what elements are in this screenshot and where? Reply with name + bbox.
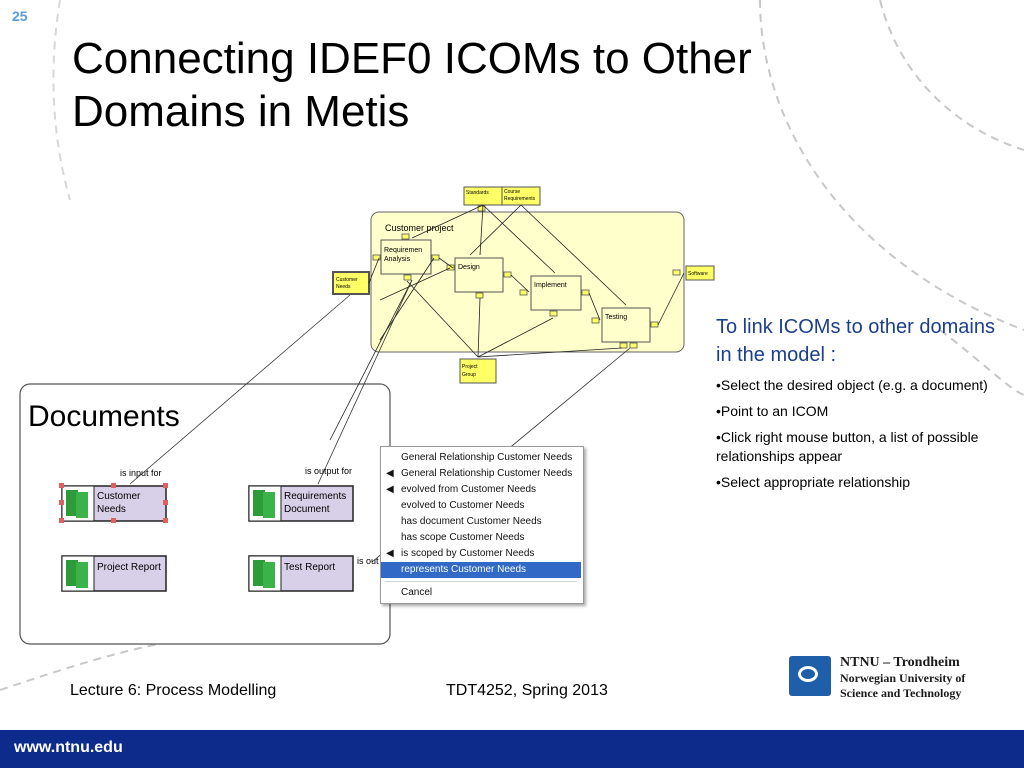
context-menu[interactable]: General Relationship Customer Needs ◀Gen… bbox=[380, 446, 584, 604]
menu-item-has-scope[interactable]: has scope Customer Needs bbox=[401, 532, 525, 543]
arrow-left-icon: ◀ bbox=[386, 468, 394, 479]
org-line-3: Science and Technology bbox=[840, 686, 962, 700]
slide-title: Connecting IDEF0 ICOMs to Other Domains … bbox=[72, 34, 752, 136]
instructions-heading: To link ICOMs to other domains in the mo… bbox=[716, 316, 995, 366]
org-name: NTNU – Trondheim bbox=[840, 655, 960, 670]
arrow-left-icon: ◀ bbox=[386, 548, 394, 559]
menu-item-is-scoped-by[interactable]: ◀is scoped by Customer Needs bbox=[381, 546, 581, 562]
instructions: To link ICOMs to other domains in the mo… bbox=[716, 313, 996, 492]
menu-item-evolved-from[interactable]: ◀evolved from Customer Needs bbox=[381, 482, 581, 498]
org-line-2: Norwegian University of bbox=[840, 671, 966, 685]
menu-item-evolved-to[interactable]: evolved to Customer Needs bbox=[401, 500, 525, 511]
menu-item-cancel[interactable]: Cancel bbox=[401, 587, 433, 598]
instruction-bullet: •Point to an ICOM bbox=[716, 403, 829, 419]
menu-item-represents[interactable]: represents Customer Needs bbox=[381, 562, 581, 578]
instruction-bullet: •Select the desired object (e.g. a docum… bbox=[716, 377, 988, 393]
footer-course: TDT4252, Spring 2013 bbox=[446, 682, 608, 699]
menu-item-has-document[interactable]: has document Customer Needs bbox=[401, 516, 542, 527]
bottom-bar bbox=[0, 730, 1024, 768]
menu-separator bbox=[385, 581, 577, 582]
instruction-bullet: •Click right mouse button, a list of pos… bbox=[716, 429, 979, 464]
menu-item-general-relationship-2[interactable]: ◀General Relationship Customer Needs bbox=[381, 466, 581, 482]
arrow-left-icon: ◀ bbox=[386, 484, 394, 495]
footer-url[interactable]: www.ntnu.edu bbox=[14, 739, 123, 756]
menu-item-general-relationship-1[interactable]: General Relationship Customer Needs bbox=[401, 452, 573, 463]
ntnu-logo-ring bbox=[798, 666, 818, 682]
footer-lecture: Lecture 6: Process Modelling bbox=[70, 682, 277, 699]
instruction-bullet: •Select appropriate relationship bbox=[716, 474, 911, 490]
slide-number: 25 bbox=[12, 8, 28, 24]
